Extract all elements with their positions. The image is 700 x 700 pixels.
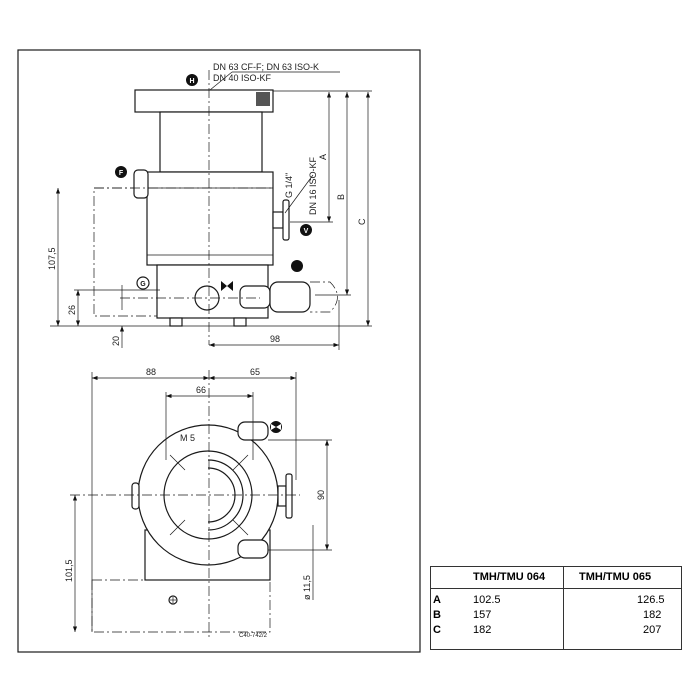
dim-65: 65	[250, 367, 260, 377]
power-badge-icon	[291, 260, 303, 272]
dim-a: A	[318, 154, 328, 160]
svg-text:G: G	[140, 281, 146, 288]
vent-valve-icon	[221, 281, 233, 291]
electronic-connector	[269, 281, 311, 313]
dim-26: 26	[67, 305, 77, 315]
port-dn16-label: DN 16 ISO-KF	[308, 156, 318, 215]
base-outline	[91, 579, 271, 633]
drawing-id: C40-742/2	[239, 633, 268, 639]
value-065: 182	[643, 609, 662, 621]
dim-88: 88	[146, 367, 156, 377]
badge-h: H	[186, 74, 198, 86]
side-view	[50, 70, 372, 350]
table-header: TMH/TMU 064 TMH/TMU 065	[431, 567, 681, 589]
svg-text:F: F	[119, 170, 124, 177]
top-view	[70, 370, 332, 640]
fan-connector	[133, 169, 149, 199]
value-064: 102.5	[473, 594, 501, 606]
svg-text:V: V	[304, 228, 309, 235]
header-064: TMH/TMU 064	[473, 571, 546, 583]
dimensions-table: TMH/TMU 064 TMH/TMU 065 A 102.5 126.5 B …	[430, 566, 682, 650]
high-vacuum-flange	[134, 89, 274, 113]
dim-107-5: 107,5	[47, 247, 57, 270]
dim-101-5: 101,5	[64, 559, 74, 582]
header-065: TMH/TMU 065	[579, 571, 652, 583]
column-divider	[563, 567, 564, 649]
middle-housing	[146, 171, 274, 266]
dn16-flange	[282, 199, 290, 241]
port-g-label: G 1/4"	[284, 173, 294, 198]
dim-20: 20	[111, 336, 121, 346]
vent-valve-icon-top	[270, 421, 282, 433]
row-key: B	[433, 609, 441, 621]
badge-v: V	[300, 224, 312, 236]
flange-section	[256, 92, 270, 106]
dim-98: 98	[270, 334, 280, 344]
drawing-frame	[17, 49, 421, 653]
text-labels: DN 63 CF-F; DN 63 ISO-K DN 40 ISO-KF G 1…	[47, 62, 367, 639]
thread-label: M 5	[180, 433, 195, 443]
flange-label-bottom: DN 40 ISO-KF	[213, 73, 272, 83]
badge-f: F	[115, 166, 127, 178]
plus-symbol	[168, 595, 178, 605]
row-key: A	[433, 594, 441, 606]
dim-b: B	[336, 194, 346, 200]
value-065: 126.5	[637, 594, 665, 606]
dim-90: 90	[316, 490, 326, 500]
value-064: 157	[473, 609, 492, 621]
dim-c: C	[357, 218, 367, 225]
row-key: C	[433, 624, 441, 636]
badge-g: G	[136, 276, 150, 290]
svg-text:H: H	[189, 78, 194, 85]
flange-label-top: DN 63 CF-F; DN 63 ISO-K	[213, 62, 319, 72]
dim-11-5: ø 11,5	[302, 575, 312, 600]
upper-body	[159, 111, 263, 173]
dim-66: 66	[196, 385, 206, 395]
callout-badges: H F V G	[115, 74, 312, 433]
value-064: 182	[473, 624, 492, 636]
value-065: 207	[643, 624, 662, 636]
